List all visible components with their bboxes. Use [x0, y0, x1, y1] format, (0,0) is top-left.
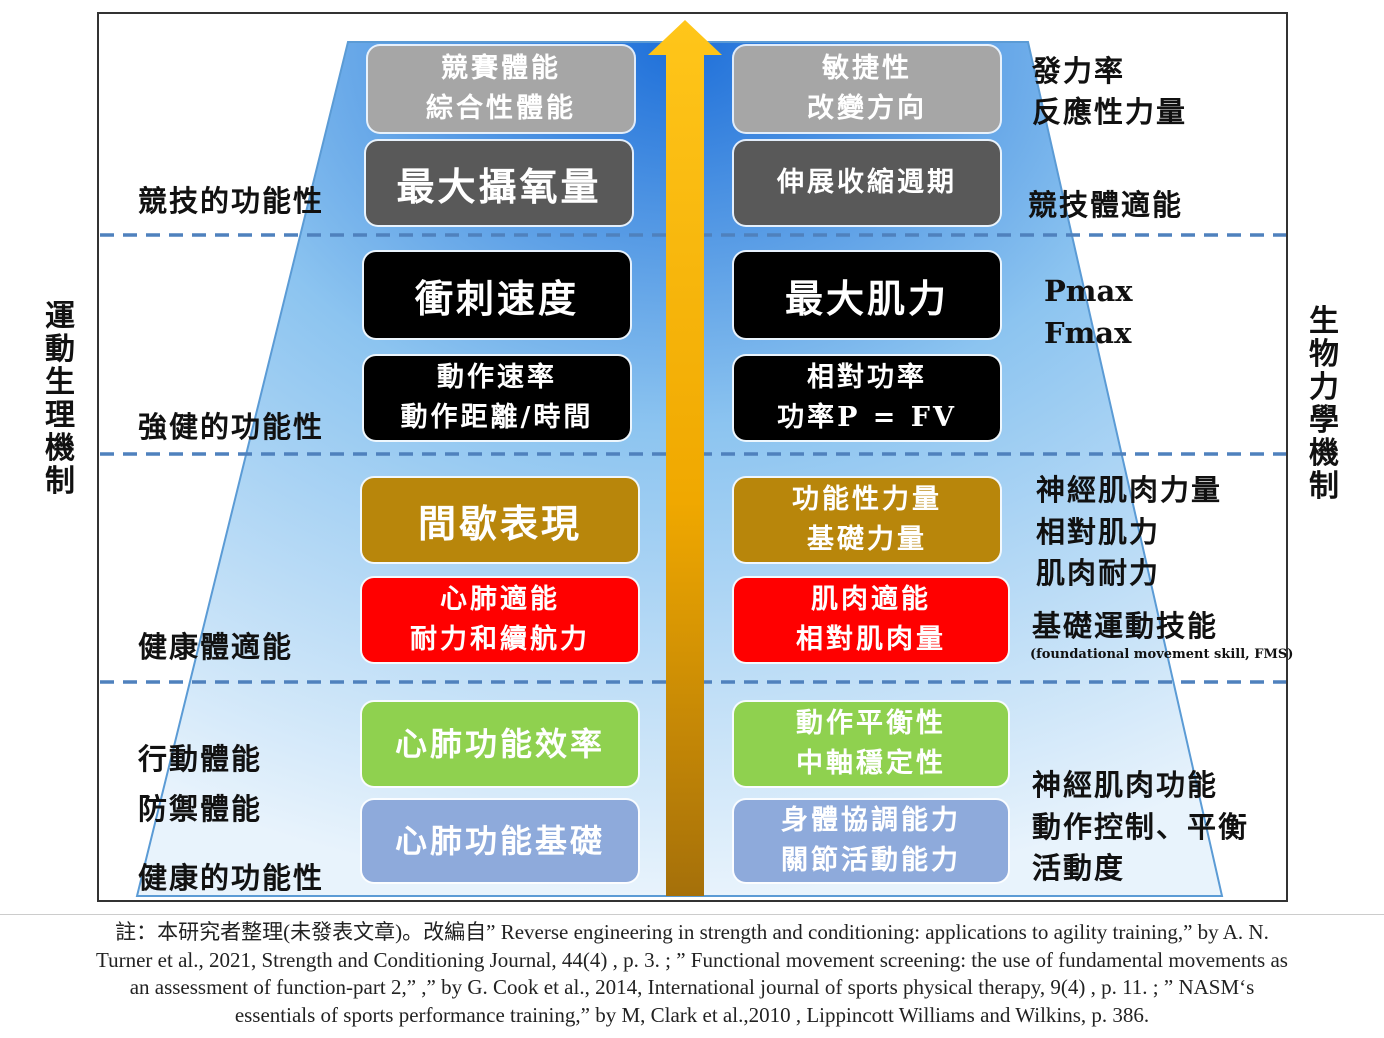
box-line: 相對功率 — [807, 362, 927, 393]
box-line: 最大肌力 — [784, 275, 949, 321]
box-max-strength: 最大肌力 — [734, 252, 1000, 338]
label-pmax: Pmax — [1044, 274, 1133, 308]
up-arrow — [648, 20, 722, 896]
label-muscle-endurance: 肌肉耐力 — [1036, 556, 1161, 590]
box-line: 心肺功能基礎 — [394, 822, 605, 860]
box-line: 功率P = FV — [777, 402, 957, 433]
label-relative-strength: 相對肌力 — [1036, 515, 1161, 549]
label-competitive-functionality: 競技的功能性 — [138, 184, 325, 218]
label-neuromuscular-strength: 神經肌肉力量 — [1036, 473, 1223, 507]
box-stretch-shortening-cycle: 伸展收縮週期 — [734, 141, 1000, 225]
label-sport-fitness: 競技體適能 — [1028, 188, 1184, 222]
label-mobility-fitness: 行動體能 — [138, 742, 263, 776]
box-movement-rate: 動作速率 動作距離/時間 — [364, 356, 630, 440]
box-line: 間歇表現 — [417, 500, 582, 546]
vertical-char: 理 — [45, 398, 75, 433]
label-rate-of-force: 發力率 — [1032, 54, 1126, 88]
box-cardio-fitness: 心肺適能 耐力和續航力 — [362, 578, 638, 662]
label-motor-control-balance: 動作控制、平衡 — [1032, 810, 1250, 844]
box-line: 伸展收縮週期 — [777, 167, 957, 198]
box-line: 心肺功能效率 — [394, 725, 605, 763]
label-fms-note: (foundational movement skill, FMS) — [1030, 647, 1294, 662]
vertical-char: 物 — [1309, 337, 1339, 372]
box-line: 基礎力量 — [807, 524, 927, 555]
footnote-line: Turner et al., 2021, Strength and Condit… — [96, 947, 1288, 972]
box-line: 心肺適能 — [440, 584, 560, 615]
box-functional-strength: 功能性力量 基礎力量 — [734, 478, 1000, 562]
vertical-char: 生 — [1309, 304, 1339, 339]
vertical-char: 動 — [45, 332, 75, 367]
right-vertical-char: 生物力學機制 — [1306, 305, 1342, 503]
box-line: 相對肌肉量 — [796, 624, 946, 655]
box-line: 中軸穩定性 — [796, 748, 946, 779]
label-fms: 基礎運動技能 — [1032, 609, 1219, 643]
box-interval-performance: 間歇表現 — [362, 478, 638, 562]
vertical-char: 生 — [45, 365, 75, 400]
box-movement-balance: 動作平衡性 中軸穩定性 — [734, 702, 1008, 786]
label-mobility: 活動度 — [1032, 851, 1126, 885]
box-relative-power: 相對功率 功率P = FV — [734, 356, 1000, 440]
box-line: 身體協調能力 — [781, 805, 961, 836]
box-line: 改變方向 — [807, 93, 927, 124]
box-sprint-speed: 衝刺速度 — [364, 252, 630, 338]
box-cardio-efficiency: 心肺功能效率 — [362, 702, 638, 786]
label-reactive-strength: 反應性力量 — [1032, 95, 1188, 129]
box-line: 功能性力量 — [792, 484, 942, 515]
vertical-char: 機 — [45, 431, 75, 466]
label-neuromuscular-function: 神經肌肉功能 — [1032, 768, 1219, 802]
vertical-char: 力 — [1309, 370, 1339, 405]
vertical-char: 機 — [1309, 436, 1339, 471]
box-line: 耐力和續航力 — [410, 624, 590, 655]
box-line: 動作距離/時間 — [400, 402, 594, 433]
left-vertical-char: 運動生理機制 — [42, 300, 78, 498]
label-health-functionality: 健康的功能性 — [138, 861, 325, 895]
footnote: 註：本研究者整理(未發表文章)。改編自” Reverse engineering… — [0, 914, 1384, 1029]
box-line: 關節活動能力 — [781, 845, 961, 876]
box-competitive-fitness: 競賽體能 綜合性體能 — [368, 46, 634, 132]
box-body-coordination: 身體協調能力 關節活動能力 — [734, 800, 1008, 882]
box-line: 動作平衡性 — [796, 708, 946, 739]
right-vertical-label: 生物力學機制 — [1306, 305, 1342, 503]
box-muscle-fitness: 肌肉適能 相對肌肉量 — [734, 578, 1008, 662]
box-line: 敏捷性 — [822, 53, 912, 84]
label-fmax: Fmax — [1044, 316, 1132, 350]
label-health-fitness: 健康體適能 — [138, 630, 294, 664]
diagram-frame — [97, 12, 1288, 902]
footnote-line: 註：本研究者整理(未發表文章)。改編自” Reverse engineering… — [115, 920, 1269, 944]
vertical-char: 制 — [1309, 469, 1339, 504]
box-line: 綜合性體能 — [426, 93, 576, 124]
label-defensive-fitness: 防禦體能 — [138, 792, 263, 826]
box-line: 競賽體能 — [441, 53, 561, 84]
box-vo2max: 最大攝氧量 — [366, 141, 632, 225]
footnote-line: an assessment of function-part 2,” ,” by… — [129, 975, 1255, 999]
vertical-char: 運 — [45, 299, 75, 334]
box-line: 衝刺速度 — [414, 275, 579, 321]
box-cardio-foundation: 心肺功能基礎 — [362, 800, 638, 882]
vertical-char: 制 — [45, 464, 75, 499]
box-agility: 敏捷性 改變方向 — [734, 46, 1000, 132]
box-line: 肌肉適能 — [811, 584, 931, 615]
left-vertical-label: 運動生理機制 — [42, 300, 78, 498]
box-line: 動作速率 — [437, 362, 557, 393]
box-line: 最大攝氧量 — [396, 163, 602, 209]
footnote-line: essentials of sports performance trainin… — [234, 1002, 1150, 1027]
label-robust-functionality: 強健的功能性 — [138, 410, 325, 444]
vertical-char: 學 — [1309, 403, 1339, 438]
